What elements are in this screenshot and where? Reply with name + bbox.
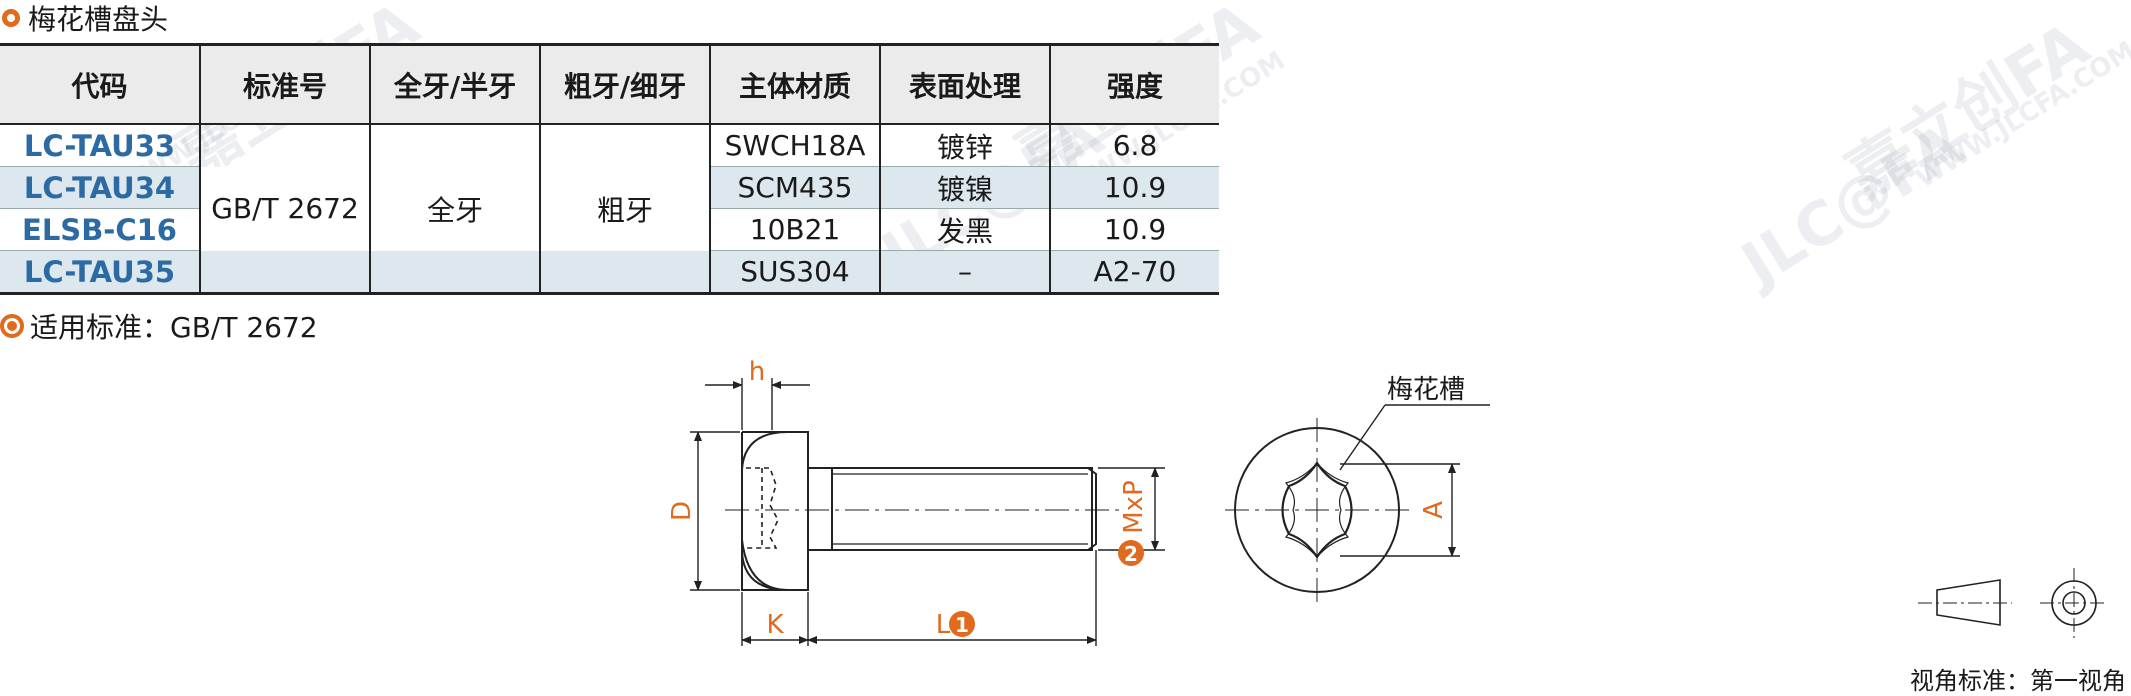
projection-label: 视角标准：第一视角 xyxy=(1910,667,2126,695)
target-bullet-icon xyxy=(0,314,24,338)
ring-bullet-icon xyxy=(2,9,20,27)
screw-front-view xyxy=(1225,418,1410,602)
standard-note-text: 适用标准：GB/T 2672 xyxy=(30,311,318,344)
dim-label-h: h xyxy=(749,357,765,387)
badge-2-icon xyxy=(1118,540,1144,566)
screw-side-view xyxy=(725,430,1120,591)
badge-1-icon xyxy=(949,611,975,637)
surface-cell: 镀镍 xyxy=(879,166,1050,209)
header-thread-pitch: 粗牙/细牙 xyxy=(539,43,710,125)
table-row: LC-TAU33 SWCH18A 镀锌 6.8 xyxy=(0,123,1219,167)
header-code: 代码 xyxy=(0,43,200,125)
thread-pitch-cell: 粗牙 xyxy=(539,166,710,251)
slot-callout: 梅花槽 xyxy=(1387,375,1465,405)
material-cell: 10B21 xyxy=(709,208,880,251)
spec-table: 代码 标准号 全牙/半牙 粗牙/细牙 主体材质 表面处理 强度 LC-TAU33… xyxy=(0,43,1219,295)
dim-label-K: K xyxy=(766,610,784,640)
surface-cell: – xyxy=(879,250,1050,295)
table-header-row: 代码 标准号 全牙/半牙 粗牙/细牙 主体材质 表面处理 强度 xyxy=(0,43,1219,125)
strength-cell: A2-70 xyxy=(1049,250,1219,295)
product-code[interactable]: LC-TAU34 xyxy=(0,166,200,209)
front-dimension-lines xyxy=(1339,404,1490,557)
surface-cell: 发黑 xyxy=(879,208,1050,251)
table-row: LC-TAU35 SUS304 – A2-70 xyxy=(0,250,1219,295)
standard-note: 适用标准：GB/T 2672 xyxy=(0,308,318,344)
material-cell: SCM435 xyxy=(709,166,880,209)
header-surface: 表面处理 xyxy=(879,43,1050,125)
dim-label-L: L xyxy=(936,610,951,640)
header-thread-length: 全牙/半牙 xyxy=(369,43,540,125)
table-row: ELSB-C16 10B21 发黑 10.9 xyxy=(0,208,1219,251)
dimension-lines xyxy=(690,378,1165,646)
dim-label-mxp: MxP xyxy=(1119,480,1149,534)
product-code[interactable]: LC-TAU35 xyxy=(0,250,200,295)
header-material: 主体材质 xyxy=(709,43,880,125)
strength-cell: 10.9 xyxy=(1049,166,1219,209)
dim-label-D: D xyxy=(667,501,697,521)
strength-cell: 6.8 xyxy=(1049,123,1219,167)
section-title-text: 梅花槽盘头 xyxy=(28,3,169,36)
product-code[interactable]: ELSB-C16 xyxy=(0,208,200,251)
table-row: LC-TAU34 GB/T 2672 全牙 粗牙 SCM435 镀镍 10.9 xyxy=(0,166,1219,251)
dim-label-A: A xyxy=(1419,501,1449,519)
surface-cell: 镀锌 xyxy=(879,123,1050,167)
thread-length-cell: 全牙 xyxy=(369,166,540,251)
material-cell: SWCH18A xyxy=(709,123,880,167)
standard-cell: GB/T 2672 xyxy=(199,166,370,251)
badge-1-label: 1 xyxy=(955,613,969,637)
section-title: 梅花槽盘头 xyxy=(0,0,168,36)
material-cell: SUS304 xyxy=(709,250,880,295)
product-code[interactable]: LC-TAU33 xyxy=(0,123,200,167)
badge-2-label: 2 xyxy=(1124,542,1138,566)
header-standard: 标准号 xyxy=(199,43,370,125)
strength-cell: 10.9 xyxy=(1049,208,1219,251)
header-strength: 强度 xyxy=(1049,43,1219,125)
first-angle-projection-icon xyxy=(1918,568,2108,638)
